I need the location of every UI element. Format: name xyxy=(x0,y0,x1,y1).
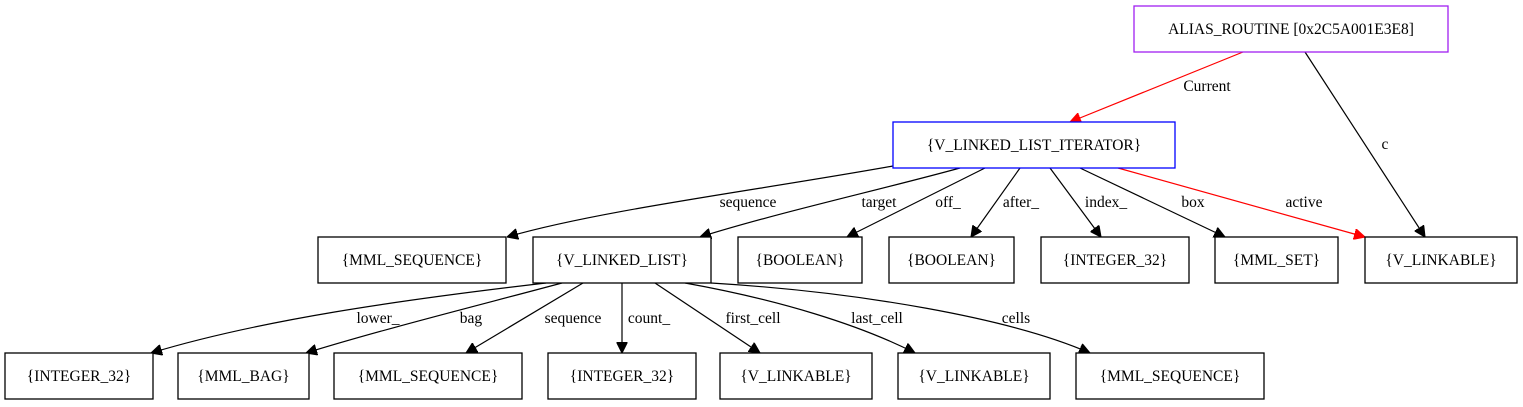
edge-line xyxy=(971,167,1021,237)
node-mml-sequence-3: {MML_SEQUENCE} xyxy=(1075,352,1265,400)
node-mml-set: {MML_SET} xyxy=(1214,236,1339,284)
edge-line xyxy=(1079,167,1225,237)
edge-line xyxy=(1117,167,1365,237)
edge-label: bag xyxy=(460,310,483,327)
node-label: {V_LINKED_LIST_ITERATOR} xyxy=(927,137,1141,154)
edge-line xyxy=(700,167,961,237)
edge-count: count_ xyxy=(622,283,670,353)
node-box xyxy=(737,236,863,284)
node-boolean-2: {BOOLEAN} xyxy=(888,236,1015,284)
node-box xyxy=(897,352,1051,400)
node-layer: ALIAS_ROUTINE [0x2C5A001E3E8] {V_LINKED_L… xyxy=(4,5,1518,400)
edge-sequence-1: sequence xyxy=(507,165,894,237)
node-label: {MML_SEQUENCE} xyxy=(358,368,499,385)
edge-line xyxy=(151,282,547,353)
edge-label: after_ xyxy=(1003,194,1039,211)
edge-label: lower_ xyxy=(356,310,399,327)
edge-label: c xyxy=(1382,136,1389,153)
edge-active: active xyxy=(1117,167,1365,237)
node-box xyxy=(1075,352,1265,400)
edge-label: active xyxy=(1285,194,1322,211)
edge-line xyxy=(684,282,915,353)
edge-line xyxy=(306,282,563,353)
node-integer-32-1: {INTEGER_32} xyxy=(1040,236,1190,284)
edge-label: sequence xyxy=(720,194,777,211)
edge-label: index_ xyxy=(1085,194,1127,211)
edge-index: index_ xyxy=(1049,167,1127,237)
node-v-linkable-3: {V_LINKABLE} xyxy=(897,352,1051,400)
node-boolean-1: {BOOLEAN} xyxy=(737,236,863,284)
node-box xyxy=(719,352,873,400)
edge-line xyxy=(654,282,760,353)
node-v-linked-list-iterator: {V_LINKED_LIST_ITERATOR} xyxy=(892,121,1176,169)
node-mml-sequence-2: {MML_SEQUENCE} xyxy=(333,352,523,400)
edge-box: box xyxy=(1079,167,1225,237)
edge-label: first_cell xyxy=(725,310,780,327)
node-label: {MML_BAG} xyxy=(197,368,289,385)
edge-label: count_ xyxy=(628,310,670,327)
edge-target: target xyxy=(700,167,961,237)
node-integer-32-2: {INTEGER_32} xyxy=(4,352,154,400)
node-box xyxy=(892,121,1176,169)
node-label: {V_LINKABLE} xyxy=(918,368,1029,385)
node-box xyxy=(4,352,154,400)
edge-c: c xyxy=(1304,51,1425,237)
edge-first-cell: first_cell xyxy=(654,282,781,353)
edge-label: cells xyxy=(1002,310,1030,327)
node-label: {MML_SEQUENCE} xyxy=(342,252,483,269)
node-label: ALIAS_ROUTINE [0x2C5A001E3E8] xyxy=(1168,21,1414,38)
edge-label: off_ xyxy=(935,194,961,211)
node-mml-bag: {MML_BAG} xyxy=(177,352,310,400)
edge-bag: bag xyxy=(306,282,563,353)
edge-last-cell: last_cell xyxy=(684,282,915,353)
node-v-linkable-2: {V_LINKABLE} xyxy=(719,352,873,400)
node-integer-32-3: {INTEGER_32} xyxy=(547,352,697,400)
node-alias-routine: ALIAS_ROUTINE [0x2C5A001E3E8] xyxy=(1133,5,1449,53)
edge-off: off_ xyxy=(847,167,986,237)
edge-label: sequence xyxy=(545,310,602,327)
node-label: {INTEGER_32} xyxy=(27,368,131,385)
node-label: {BOOLEAN} xyxy=(907,252,996,269)
node-v-linked-list: {V_LINKED_LIST} xyxy=(532,236,712,284)
edge-after: after_ xyxy=(971,167,1039,237)
node-label: {V_LINKABLE} xyxy=(1385,252,1496,269)
edge-layer: Current c sequence target off_ after_ index_ bo… xyxy=(151,51,1425,353)
edge-label: box xyxy=(1181,194,1205,211)
node-mml-sequence-1: {MML_SEQUENCE} xyxy=(317,236,507,284)
node-label: {V_LINKED_LIST} xyxy=(556,252,688,269)
edge-label: target xyxy=(861,194,897,211)
node-v-linkable-1: {V_LINKABLE} xyxy=(1364,236,1518,284)
node-label: {MML_SEQUENCE} xyxy=(1100,368,1241,385)
edge-line xyxy=(847,167,986,237)
node-label: {V_LINKABLE} xyxy=(740,368,851,385)
node-box xyxy=(1364,236,1518,284)
node-box xyxy=(317,236,507,284)
node-box xyxy=(1040,236,1190,284)
edge-current: Current xyxy=(1070,51,1244,122)
node-label: {BOOLEAN} xyxy=(756,252,845,269)
node-box xyxy=(532,236,712,284)
node-label: {INTEGER_32} xyxy=(1063,252,1167,269)
node-label: {MML_SET} xyxy=(1233,252,1320,269)
edge-sequence-2: sequence xyxy=(466,282,602,353)
node-box xyxy=(1214,236,1339,284)
edge-cells: cells xyxy=(710,282,1090,353)
node-box xyxy=(547,352,697,400)
node-box xyxy=(333,352,523,400)
edge-label: Current xyxy=(1183,78,1231,95)
edge-line xyxy=(1049,167,1101,237)
node-box xyxy=(177,352,310,400)
edge-line xyxy=(466,282,584,353)
edge-line xyxy=(1070,51,1244,122)
edge-label: last_cell xyxy=(851,310,903,327)
edge-line xyxy=(710,282,1090,353)
edge-lower: lower_ xyxy=(151,282,547,353)
edge-line xyxy=(507,165,894,237)
node-label: {INTEGER_32} xyxy=(570,368,674,385)
node-box xyxy=(1133,5,1449,53)
edge-line xyxy=(1304,51,1425,237)
node-box xyxy=(888,236,1015,284)
